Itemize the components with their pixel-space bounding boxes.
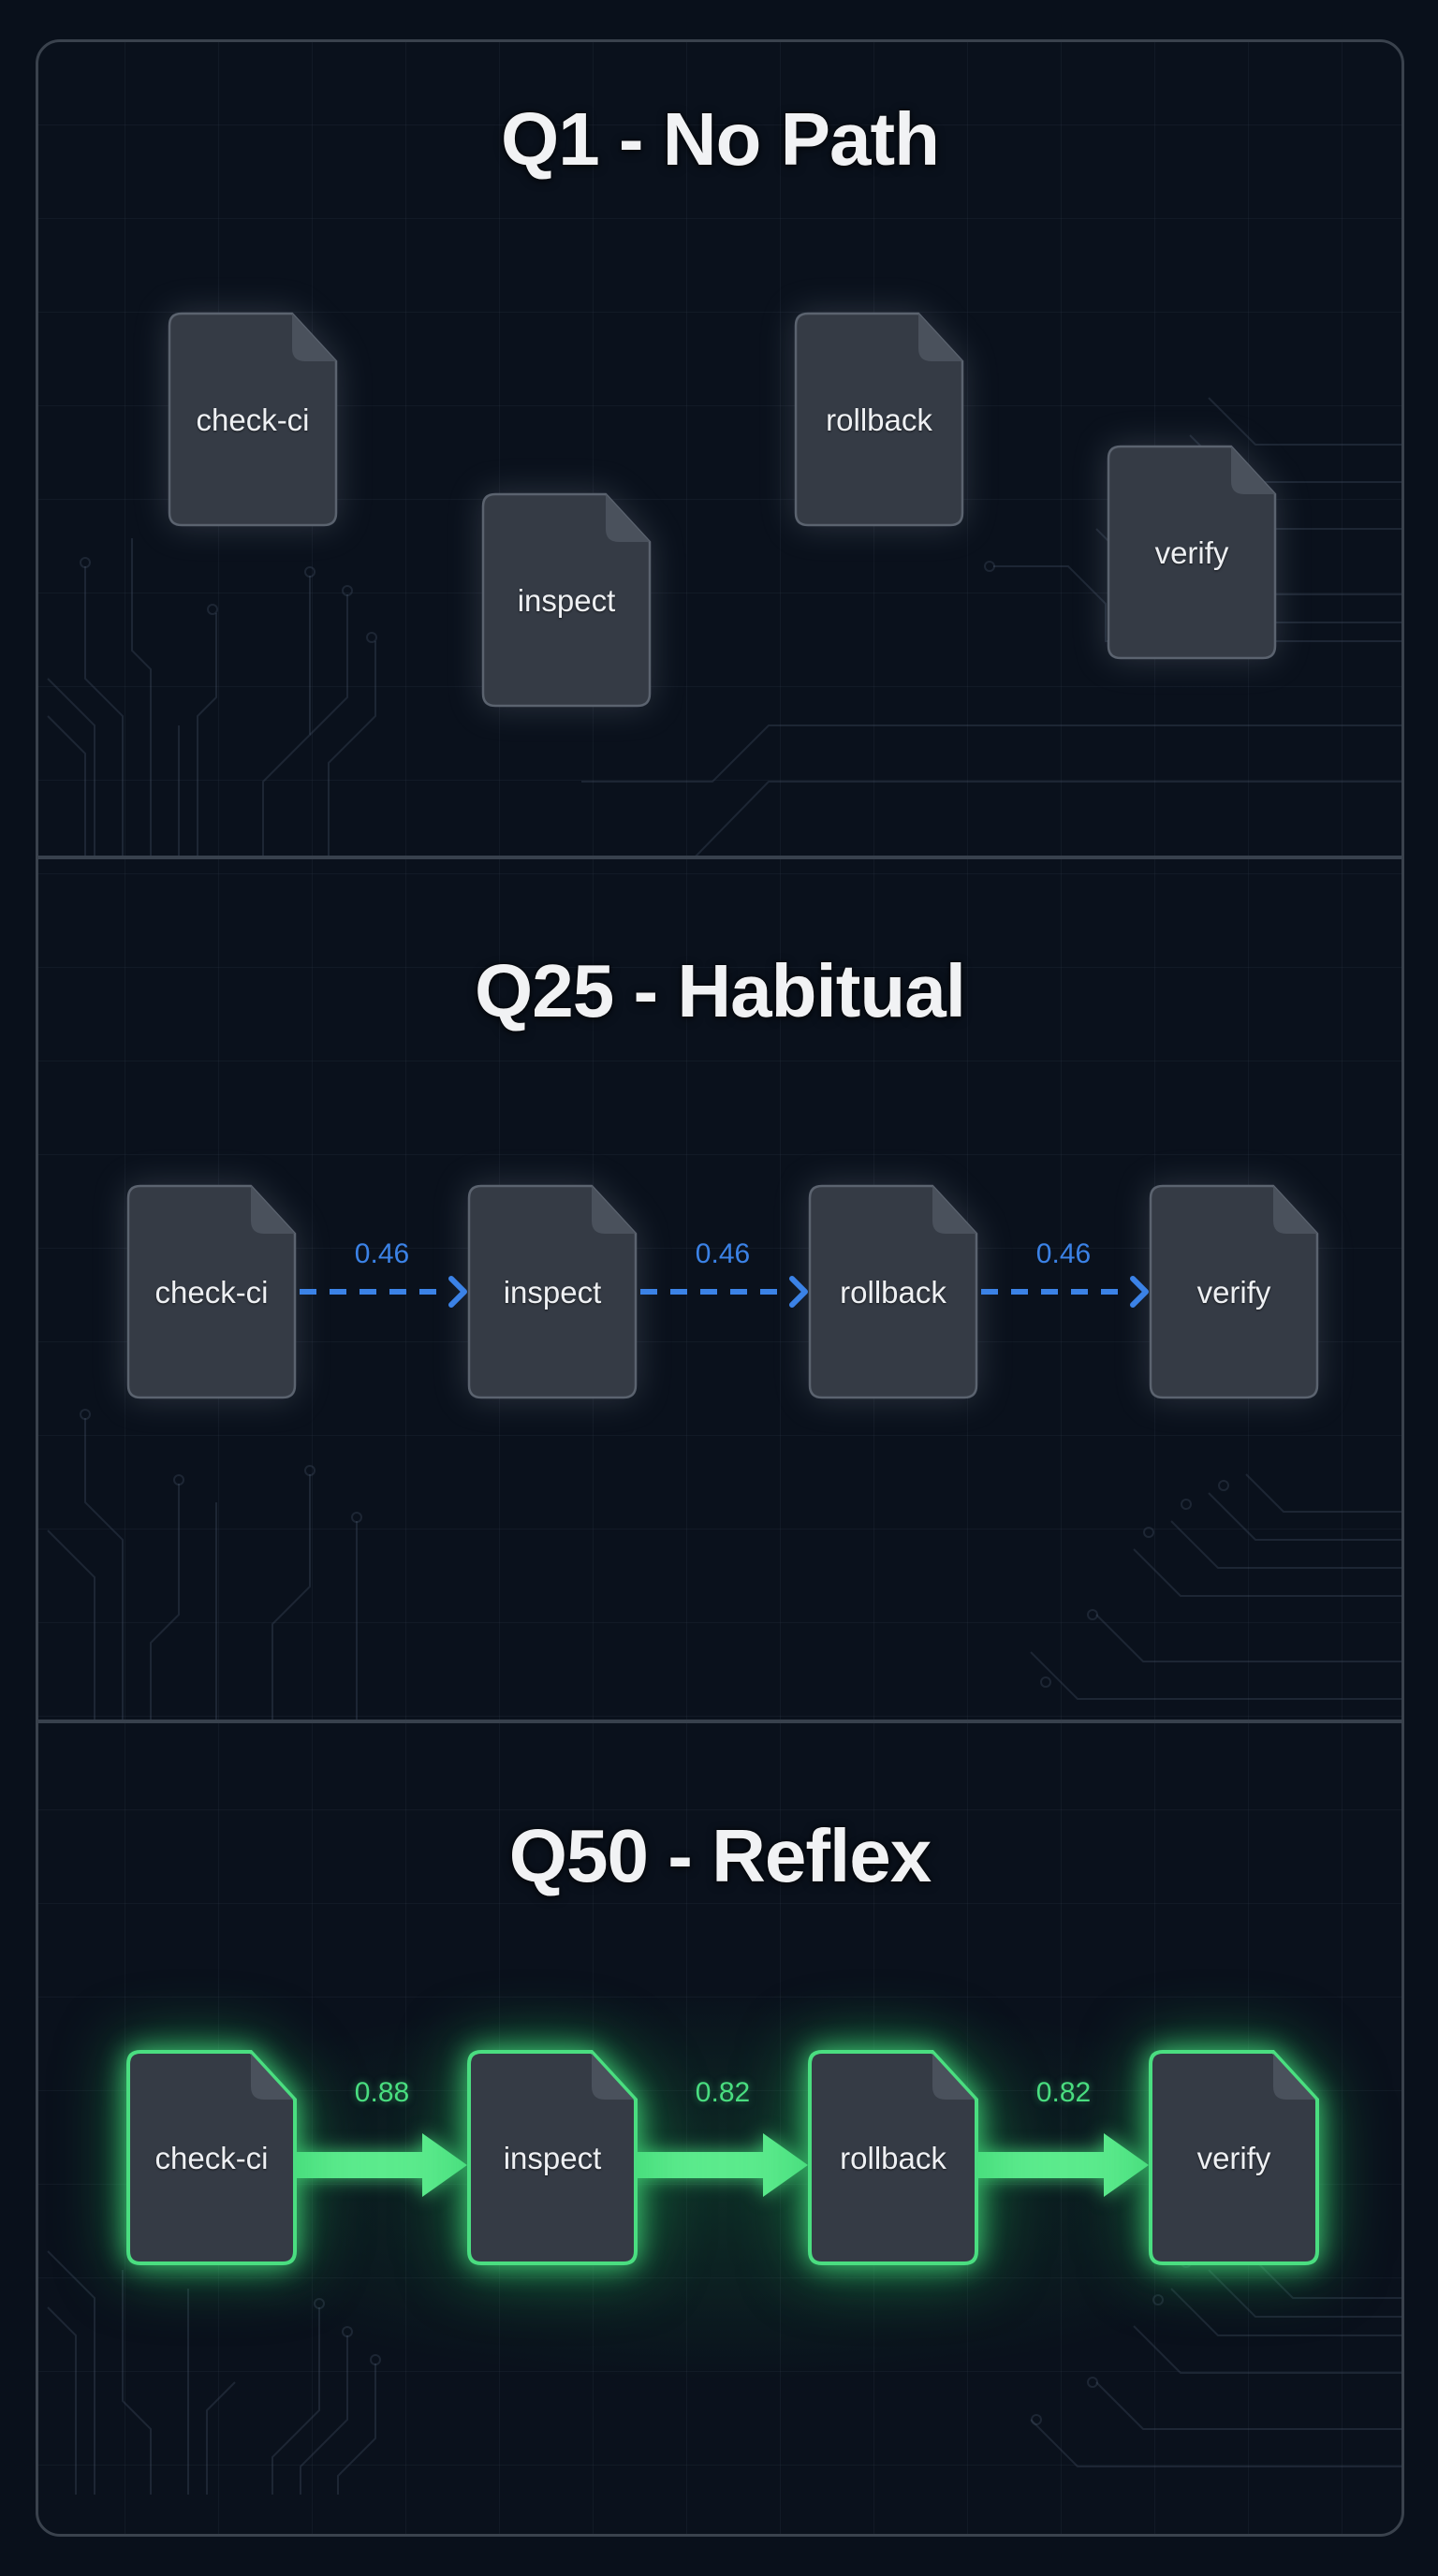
edge-weight-label: 0.82 — [695, 2077, 751, 2108]
node-label: verify — [1154, 535, 1229, 570]
node-check-ci[interactable]: check-ci — [126, 2050, 297, 2265]
dashed-arrow-icon — [300, 1276, 467, 1308]
node-label: verify — [1196, 1275, 1271, 1310]
panel-q50-reflex-nodes: 0.88 0.82 0.82 check-ci inspect — [38, 1723, 1401, 2534]
panel-q25-habitual: Q25 - Habitual check-ci inspect rollback — [38, 859, 1401, 1720]
document-icon — [481, 492, 652, 708]
panel-title: Q50 - Reflex — [508, 1814, 932, 1897]
document-icon — [168, 312, 338, 527]
solid-arrow-icon — [291, 2133, 467, 2197]
panel-q1-no-path: Q1 - No Path check-ci inspect rollback — [38, 42, 1401, 856]
dashed-arrow-icon — [981, 1276, 1149, 1308]
edge-weight-label: 0.82 — [1035, 2077, 1092, 2108]
node-verify[interactable]: verify — [1149, 2050, 1319, 2265]
solid-arrow-icon — [632, 2133, 808, 2197]
panel-q50-reflex: Q50 - Reflex — [38, 1723, 1401, 2534]
document-icon — [467, 2050, 638, 2265]
node-rollback[interactable]: rollback — [808, 2050, 978, 2265]
panel-divider — [38, 856, 1401, 859]
diagram-card: Q1 - No Path check-ci inspect rollback — [36, 39, 1404, 2537]
node-rollback[interactable]: rollback — [808, 1184, 978, 1399]
node-label: inspect — [503, 2141, 602, 2175]
node-label: check-ci — [154, 2141, 269, 2175]
node-inspect[interactable]: inspect — [467, 2050, 638, 2265]
dashed-arrow-icon — [640, 1276, 808, 1308]
node-label: rollback — [826, 402, 932, 437]
panel-title: Q1 - No Path — [500, 97, 940, 181]
document-icon — [808, 1184, 978, 1399]
node-check-ci[interactable]: check-ci — [168, 312, 338, 527]
edge-weight-label: 0.46 — [354, 1238, 410, 1269]
document-icon — [1107, 445, 1277, 660]
solid-arrow-icon — [973, 2133, 1149, 2197]
document-icon — [126, 1184, 297, 1399]
node-inspect[interactable]: inspect — [481, 492, 652, 708]
node-rollback[interactable]: rollback — [794, 312, 964, 527]
edge-weight-label: 0.46 — [695, 1238, 751, 1269]
panel-title: Q25 - Habitual — [475, 949, 966, 1032]
document-icon — [126, 2050, 297, 2265]
node-label: inspect — [517, 583, 616, 618]
node-verify[interactable]: verify — [1149, 1184, 1319, 1399]
node-inspect[interactable]: inspect — [467, 1184, 638, 1399]
node-label: inspect — [503, 1275, 602, 1310]
panel-divider — [38, 1720, 1401, 1723]
edge-weight-label: 0.88 — [354, 2077, 410, 2108]
node-check-ci[interactable]: check-ci — [126, 1184, 297, 1399]
document-icon — [1149, 2050, 1319, 2265]
document-icon — [794, 312, 964, 527]
document-icon — [808, 2050, 978, 2265]
node-verify[interactable]: verify — [1107, 445, 1277, 660]
node-label: rollback — [840, 1275, 946, 1310]
document-icon — [467, 1184, 638, 1399]
node-label: check-ci — [196, 402, 310, 437]
edge-weight-label: 0.46 — [1035, 1238, 1092, 1269]
node-label: rollback — [840, 2141, 946, 2175]
node-label: verify — [1196, 2141, 1271, 2175]
document-icon — [1149, 1184, 1319, 1399]
node-label: check-ci — [154, 1275, 269, 1310]
